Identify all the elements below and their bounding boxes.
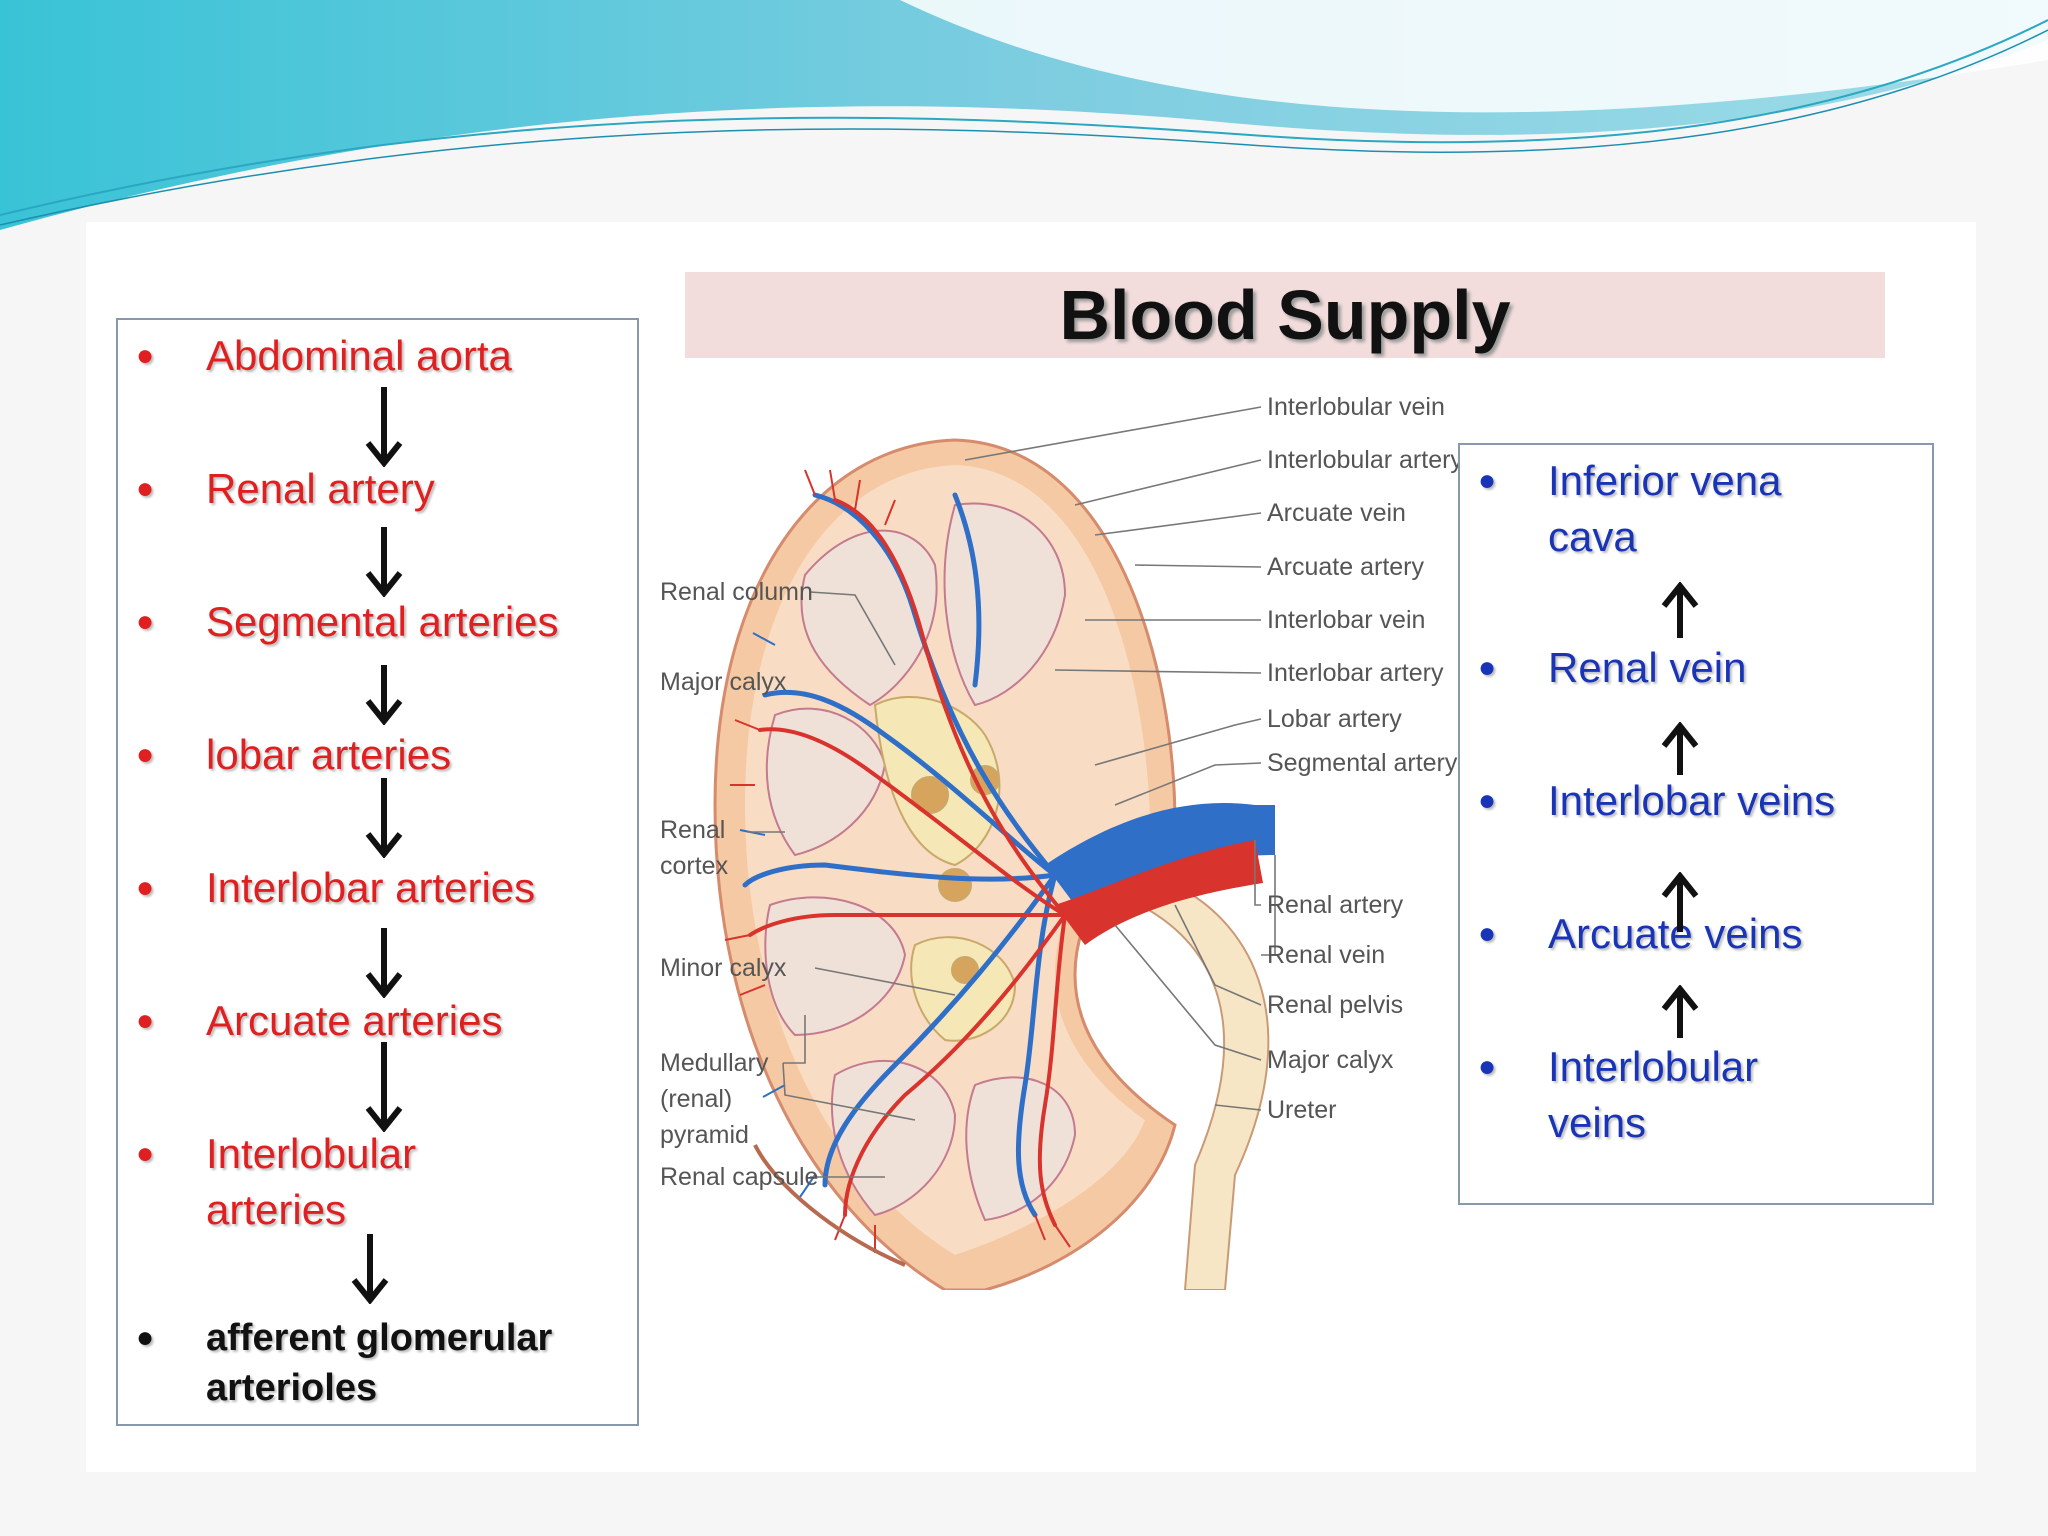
label-renal-column: Renal column: [660, 578, 813, 606]
title-band: [685, 272, 1885, 358]
bullet-icon: ●: [1478, 464, 1497, 497]
label-minor-calyx: Minor calyx: [660, 954, 787, 982]
bullet-icon: ●: [1478, 917, 1497, 950]
artery-step-label: afferent glomerular: [206, 1317, 553, 1359]
label-medullary-line1: Medullary: [660, 1049, 769, 1077]
bullet-icon: ●: [136, 1137, 155, 1170]
arrow-up-icon: [1661, 722, 1699, 775]
arrow-down-icon: [365, 1042, 403, 1132]
artery-step-label: Interlobar arteries: [206, 864, 536, 911]
bullet-icon: ●: [1478, 1050, 1497, 1083]
bullet-icon: ●: [136, 605, 155, 638]
renal-capsule-line: [753, 1144, 906, 1267]
arrow-down-icon: [351, 1234, 389, 1304]
label-arcuate-artery: Arcuate artery: [1267, 553, 1425, 581]
vein-step-label-line2: cava: [1548, 513, 1637, 560]
artery-step-label: Arcuate arteries: [206, 997, 503, 1044]
bullet-icon: ●: [136, 1321, 155, 1354]
label-segmental-artery: Segmental artery: [1267, 749, 1458, 777]
artery-branches: [748, 498, 1067, 1227]
veins-flow-panel: [1458, 443, 1934, 1205]
label-major-calyx-right: Major calyx: [1267, 1046, 1394, 1074]
arrow-down-icon: [365, 665, 403, 725]
label-renal-cortex-line2: cortex: [660, 852, 729, 880]
page-title: Blood Supply: [1059, 276, 1511, 354]
arrow-down-icon: [365, 928, 403, 998]
leader-lines: [747, 406, 1276, 1178]
bullet-icon: ●: [136, 339, 155, 372]
arrow-down-icon: [365, 387, 403, 467]
kidney-cross-section-diagram: Interlobular vein Interlobular artery Ar…: [660, 393, 1463, 1290]
label-renal-cortex-line1: Renal: [660, 816, 725, 844]
label-renal-vein: Renal vein: [1267, 941, 1385, 969]
vein-step-label-line2: veins: [1548, 1099, 1647, 1146]
arrow-down-icon: [365, 527, 403, 597]
label-renal-capsule: Renal capsule: [660, 1163, 818, 1191]
bullet-icon: ●: [1478, 784, 1497, 817]
label-medullary-line3: pyramid: [660, 1121, 749, 1149]
arrow-up-icon: [1661, 872, 1699, 932]
arrow-up-icon: [1661, 582, 1699, 638]
label-interlobular-vein: Interlobular vein: [1267, 393, 1445, 421]
vein-step-label: Renal vein: [1548, 644, 1747, 691]
renal-artery-vessel: [1055, 840, 1263, 945]
vein-step-label: Interlobar veins: [1548, 777, 1836, 824]
renal-vein-vessel: [1045, 803, 1275, 905]
arteries-flow-panel: [116, 318, 639, 1426]
bullet-icon: ●: [136, 1004, 155, 1037]
arrow-down-icon: [365, 778, 403, 858]
header-wave-decoration: [0, 0, 2048, 230]
label-major-calyx-left: Major calyx: [660, 668, 787, 696]
artery-step-label: Segmental arteries: [206, 598, 559, 645]
label-renal-artery: Renal artery: [1267, 891, 1404, 919]
bullet-icon: ●: [136, 472, 155, 505]
label-medullary-line2: (renal): [660, 1085, 732, 1113]
bullet-icon: ●: [136, 738, 155, 771]
artery-step-label: Interlobular: [206, 1130, 417, 1177]
vein-branches: [742, 492, 1058, 1218]
label-interlobar-artery: Interlobar artery: [1267, 659, 1444, 687]
vein-step-label: Arcuate veins: [1548, 910, 1803, 957]
label-lobar-artery: Lobar artery: [1267, 705, 1402, 733]
arrow-up-icon: [1661, 985, 1699, 1038]
vein-step-label: Interlobular: [1548, 1043, 1759, 1090]
bullet-icon: ●: [136, 871, 155, 904]
artery-step-label-line2: arteries: [206, 1186, 347, 1233]
vein-step-label: Inferior vena: [1548, 457, 1782, 504]
ureter-shape: [1137, 883, 1270, 1290]
label-renal-pelvis: Renal pelvis: [1267, 991, 1403, 1019]
artery-step-label: Abdominal aorta: [206, 332, 512, 379]
artery-step-label: lobar arteries: [206, 731, 452, 778]
artery-step-label: Renal artery: [206, 465, 435, 512]
label-interlobar-vein: Interlobar vein: [1267, 606, 1425, 634]
label-arcuate-vein: Arcuate vein: [1267, 499, 1406, 527]
label-interlobular-artery: Interlobular artery: [1267, 446, 1463, 474]
label-ureter: Ureter: [1267, 1096, 1336, 1124]
bullet-icon: ●: [1478, 651, 1497, 684]
artery-step-label-line2: arterioles: [206, 1367, 378, 1409]
